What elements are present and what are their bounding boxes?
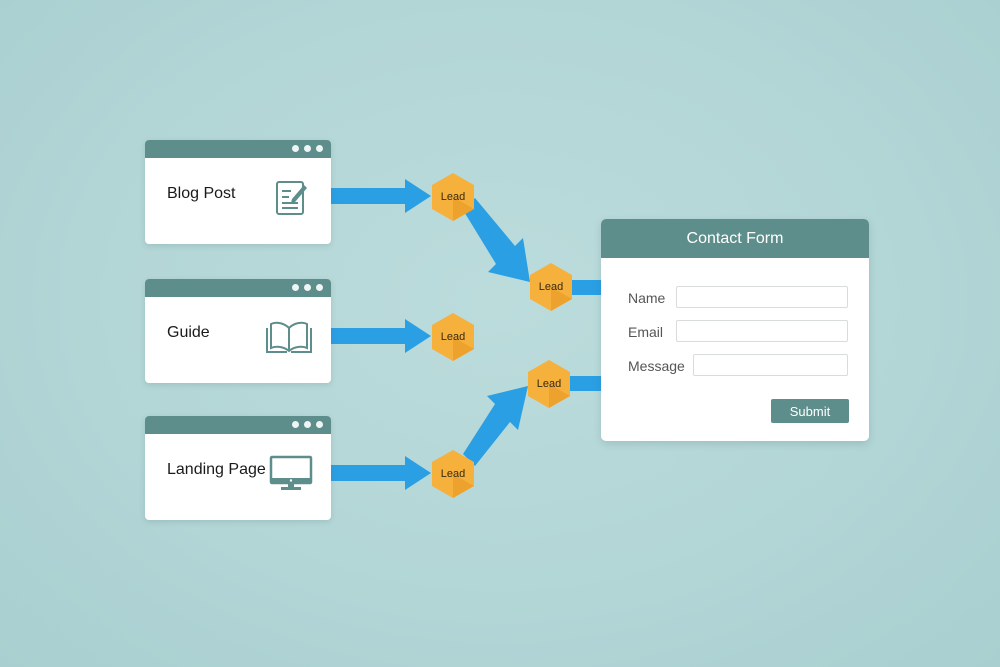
submit-button[interactable]: Submit [771,399,849,423]
window-titlebar [145,279,331,297]
monitor-icon [269,455,313,490]
contact-form: Contact Form Name Email Message Submit [601,219,869,441]
name-input[interactable] [676,286,848,308]
lead-node: Lead [431,312,475,362]
lead-node: Lead [431,449,475,499]
lead-label: Lead [440,191,466,203]
window-dots [292,284,323,291]
source-card-blog-post[interactable]: Blog Post [145,140,331,244]
document-edit-icon [276,181,307,215]
source-label: Guide [167,324,210,341]
lead-node: Lead [431,172,475,222]
email-input[interactable] [676,320,848,342]
name-label: Name [628,290,666,306]
source-label: Landing Page [167,461,266,478]
window-dots [292,421,323,428]
source-card-guide[interactable]: Guide [145,279,331,383]
lead-label: Lead [440,331,466,343]
lead-node: Lead [529,262,573,312]
lead-label: Lead [536,378,562,390]
window-dots [292,145,323,152]
lead-node: Lead [527,359,571,409]
window-titlebar [145,416,331,434]
form-title: Contact Form [601,219,869,258]
message-input[interactable] [693,354,848,376]
source-card-landing-page[interactable]: Landing Page [145,416,331,520]
lead-label: Lead [440,468,466,480]
open-book-icon [266,321,312,353]
window-titlebar [145,140,331,158]
source-label: Blog Post [167,185,236,202]
message-label: Message [628,358,685,374]
email-label: Email [628,324,664,340]
lead-label: Lead [538,281,564,293]
